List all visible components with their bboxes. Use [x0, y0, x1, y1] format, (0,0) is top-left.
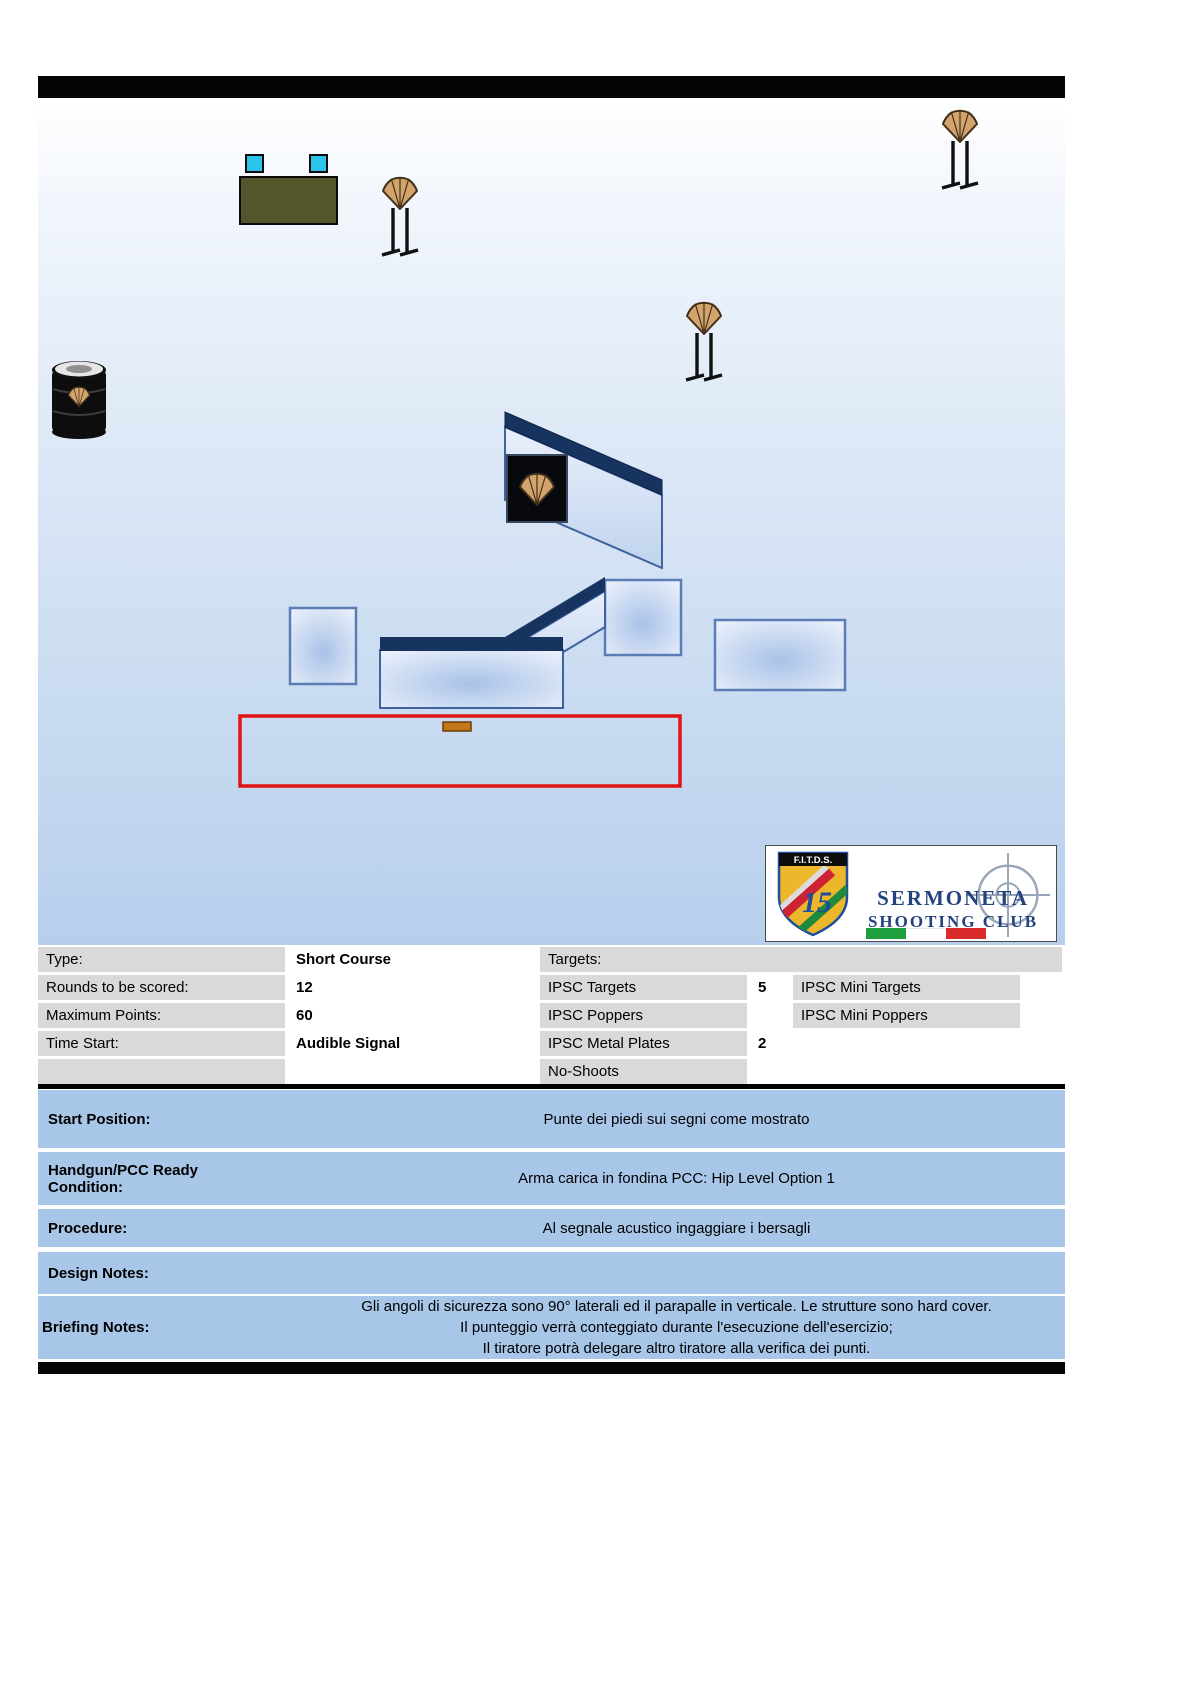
stage-info-table: Type: Short Course Targets: Rounds to be… [38, 947, 1065, 1087]
flag-red-stripe [946, 928, 986, 939]
barrel-icon [52, 361, 106, 439]
empty-value-cell [288, 1059, 537, 1084]
flag-white-stripe [906, 928, 946, 940]
empty-cell [793, 1031, 1020, 1056]
ipsc-target-icon [382, 177, 418, 255]
time-start-label: Time Start: [38, 1031, 285, 1056]
section-divider-line [38, 1084, 1065, 1089]
rounds-label: Rounds to be scored: [38, 975, 285, 1000]
design-notes-section: Design Notes: [38, 1252, 1065, 1294]
stage-description-sections: Start Position: Punte dei piedi sui segn… [38, 1090, 1065, 1359]
table-row: Maximum Points: 60 IPSC Poppers IPSC Min… [38, 1003, 1065, 1028]
target-port [506, 454, 568, 523]
briefing-notes-section: Briefing Notes: Gli angoli di sicurezza … [38, 1296, 1065, 1359]
ipsc-target-icon [942, 110, 978, 188]
procedure-value: Al segnale acustico ingaggiare i bersagl… [542, 1219, 811, 1237]
metal-plate-icon [309, 154, 328, 173]
table-row: Time Start: Audible Signal IPSC Metal Pl… [38, 1031, 1065, 1056]
mini-targets-label: IPSC Mini Targets [793, 975, 1020, 1000]
table-row: No-Shoots [38, 1059, 1065, 1084]
rounds-value: 12 [296, 979, 313, 996]
design-notes-label: Design Notes: [48, 1264, 149, 1282]
ready-condition-label: Handgun/PCC Ready Condition: [48, 1161, 199, 1196]
procedure-label: Procedure: [48, 1219, 128, 1237]
targets-header: Targets: [540, 947, 1062, 972]
club-name: SERMONETA [877, 886, 1029, 910]
ipsc-targets-count: 5 [758, 979, 767, 996]
poppers-count [750, 1003, 790, 1028]
type-value: Short Course [296, 951, 392, 968]
fitds-shield-logo: 15 F.I.T.D.S. [777, 851, 849, 937]
fault-line-box [238, 714, 682, 788]
ready-condition-section: Handgun/PCC Ready Condition: Arma carica… [38, 1152, 1065, 1205]
top-divider-bar [38, 76, 1065, 98]
mini-poppers-label: IPSC Mini Poppers [793, 1003, 1020, 1028]
start-position-value: Punte dei piedi sui segni come mostrato [543, 1110, 810, 1128]
poppers-label: IPSC Poppers [540, 1003, 747, 1028]
empty-label-cell [38, 1059, 285, 1084]
design-notes-value [288, 1252, 1065, 1294]
type-label: Type: [38, 947, 285, 972]
ipsc-target-icon [686, 302, 722, 380]
crosshair-icon [965, 852, 1051, 938]
briefing-line: Gli angoli di sicurezza sono 90° lateral… [361, 1298, 992, 1315]
flag-green-stripe [866, 928, 906, 939]
briefing-notes-value: Gli angoli di sicurezza sono 90° lateral… [288, 1296, 1065, 1359]
club-name-sub: SHOOTING CLUB [867, 912, 1039, 931]
start-position-marker [442, 721, 472, 732]
wall-panel [603, 578, 683, 657]
metal-plate-icon [245, 154, 264, 173]
briefing-line: Il punteggio verrà conteggiato durante l… [460, 1319, 893, 1336]
stage-diagram: 15 F.I.T.D.S. SERMONETA SHOOTING CLUB [38, 98, 1065, 945]
start-position-label: Start Position: [48, 1110, 151, 1128]
table-row: Type: Short Course Targets: [38, 947, 1065, 972]
ready-condition-value: Arma carica in fondina PCC: Hip Level Op… [518, 1170, 835, 1187]
procedure-section: Procedure: Al segnale acustico ingaggiar… [38, 1209, 1065, 1247]
no-shoots-count [750, 1059, 790, 1084]
club-logo-box: 15 F.I.T.D.S. SERMONETA SHOOTING CLUB [765, 845, 1057, 942]
wall-panel-front [379, 637, 564, 709]
svg-text:F.I.T.D.S.: F.I.T.D.S. [794, 855, 833, 866]
metal-plates-label: IPSC Metal Plates [540, 1031, 747, 1056]
briefing-line: Il tiratore potrà delegare altro tirator… [482, 1340, 871, 1357]
no-shoots-label: No-Shoots [540, 1059, 747, 1084]
bottom-divider-bar [38, 1362, 1065, 1374]
shooter-table [239, 176, 338, 225]
max-points-label: Maximum Points: [38, 1003, 285, 1028]
svg-text:15: 15 [802, 886, 832, 919]
max-points-value: 60 [296, 1007, 313, 1024]
ipsc-targets-label: IPSC Targets [540, 975, 747, 1000]
wall-panel [713, 618, 847, 692]
start-position-section: Start Position: Punte dei piedi sui segn… [38, 1090, 1065, 1148]
shield-emblem: 15 [779, 864, 847, 935]
time-start-value: Audible Signal [296, 1035, 401, 1052]
wall-panel [288, 606, 358, 686]
table-row: Rounds to be scored: 12 IPSC Targets 5 I… [38, 975, 1065, 1000]
briefing-notes-label: Briefing Notes: [42, 1319, 150, 1336]
italian-flag [866, 928, 986, 940]
metal-plates-count: 2 [758, 1035, 767, 1052]
stage-layout-drawing [52, 98, 1065, 788]
